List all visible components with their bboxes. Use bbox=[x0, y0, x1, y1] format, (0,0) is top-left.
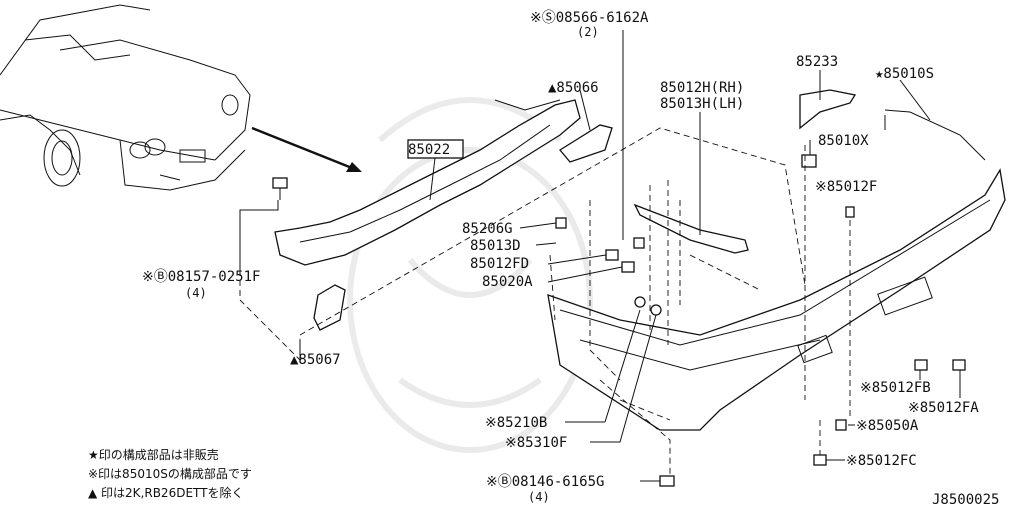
fasteners bbox=[272, 139, 966, 487]
label-85010x: 85010X bbox=[818, 133, 869, 149]
label-85013d: 85013D bbox=[470, 238, 521, 254]
legend-note-3: ▲ 印は2K,RB26DETTを除く bbox=[88, 485, 243, 500]
label-85050a: ※85050A bbox=[856, 418, 919, 434]
label-85012fa: ※85012FA bbox=[908, 400, 979, 416]
car-illustration bbox=[0, 4, 251, 191]
label-85020a: 85020A bbox=[482, 274, 533, 290]
absorber-pads bbox=[313, 124, 613, 331]
figure-code: J8500025 bbox=[932, 492, 999, 508]
label-85012f: ※85012F bbox=[815, 179, 877, 195]
label-85022: 85022 bbox=[408, 142, 450, 158]
label-08566-6162a: ※Ⓢ08566-6162A bbox=[530, 10, 649, 26]
label-08146-6165g-qty: (4) bbox=[528, 490, 550, 504]
label-85310f: ※85310F bbox=[505, 435, 567, 451]
label-85210b: ※85210B bbox=[485, 415, 547, 431]
label-85012fb: ※85012FB bbox=[860, 380, 931, 396]
label-08566-6162a-qty: (2) bbox=[577, 25, 599, 39]
label-85013h: 85013H(LH) bbox=[660, 96, 744, 112]
label-85067: ▲85067 bbox=[290, 352, 341, 368]
legend-note-2: ※印は85010Sの構成部品です bbox=[88, 466, 252, 481]
label-85066: ▲85066 bbox=[548, 80, 599, 96]
bumper-fascia bbox=[547, 109, 1006, 431]
label-85012h: 85012H(RH) bbox=[660, 80, 744, 96]
label-85012fd: 85012FD bbox=[470, 256, 529, 272]
leader-lines bbox=[239, 30, 961, 482]
side-brackets bbox=[633, 89, 857, 254]
label-08146-6165g: ※Ⓑ08146-6165G bbox=[486, 474, 604, 490]
label-85233: 85233 bbox=[796, 54, 838, 70]
label-85206g: 85206G bbox=[462, 221, 513, 237]
reinforcement-beam bbox=[274, 99, 581, 266]
direction-arrow bbox=[251, 126, 362, 172]
label-85012fc: ※85012FC bbox=[846, 453, 917, 469]
legend-note-1: ★印の構成部品は非販売 bbox=[88, 447, 219, 462]
label-08157-0251f: ※Ⓑ08157-0251F bbox=[142, 269, 260, 285]
watermark-emblem bbox=[347, 97, 593, 453]
label-08157-0251f-qty: (4) bbox=[185, 286, 207, 300]
label-85010s: ★85010S bbox=[875, 66, 934, 82]
